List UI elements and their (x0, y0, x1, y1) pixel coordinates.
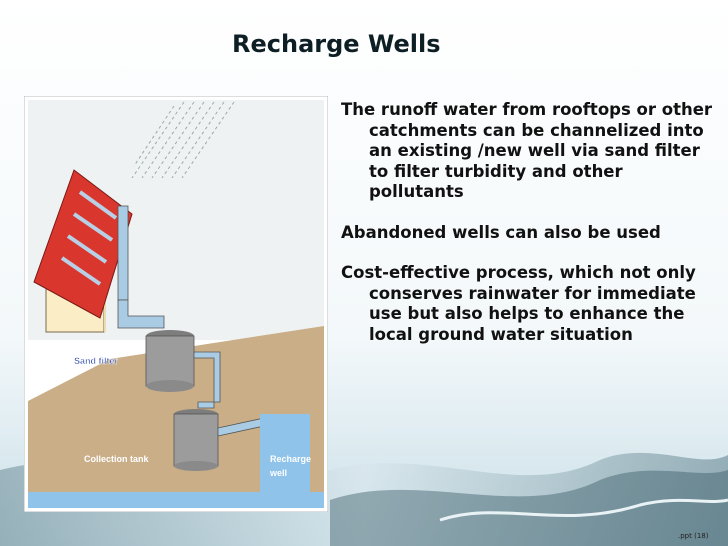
slide-title: Recharge Wells (232, 30, 441, 58)
bullet-item: The runoff water from rooftops or other … (341, 100, 721, 203)
collection-tank-label: Collection tank (84, 454, 150, 464)
bullet-item: Cost-effective process, which not only c… (341, 263, 721, 345)
downpipe (118, 206, 128, 300)
recharge-well-label-line2: well (269, 468, 287, 478)
sand-filter-tank (146, 330, 194, 392)
slide-footer: .ppt (18) (678, 532, 708, 540)
collection-tank (174, 409, 218, 471)
bullet-list: The runoff water from rooftops or other … (341, 100, 721, 365)
sand-filter-label: Sand filter (74, 356, 119, 366)
aquifer-water (28, 492, 324, 508)
bullet-item: Abandoned wells can also be used (341, 223, 721, 244)
recharge-well-label-line1: Recharge (270, 454, 311, 464)
recharge-well-illustration: Sand filter Collection tank Recharge wel… (24, 96, 328, 512)
